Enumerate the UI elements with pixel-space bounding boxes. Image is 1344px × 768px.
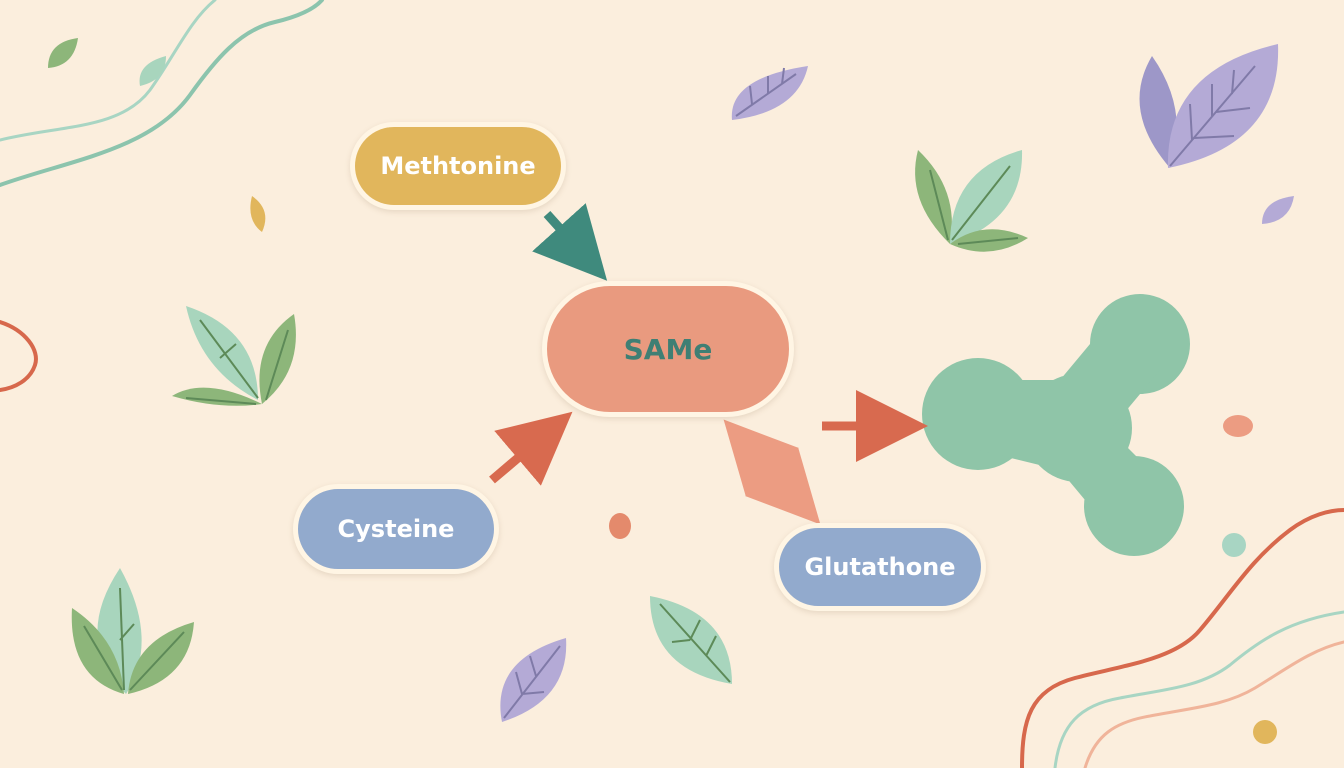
arrow-cysteine-to-same bbox=[489, 411, 573, 486]
leaf-icon bbox=[1262, 196, 1294, 224]
dot bbox=[1222, 533, 1246, 557]
node-same: SAMe bbox=[542, 281, 794, 417]
dot bbox=[1253, 720, 1277, 744]
molecule-icon bbox=[922, 294, 1190, 556]
dot bbox=[1223, 415, 1253, 437]
node-cysteine-label: Cysteine bbox=[337, 515, 455, 543]
leaf-icon bbox=[500, 638, 567, 722]
arrow-same-to-glutathione bbox=[723, 419, 821, 525]
leaf-icon bbox=[650, 596, 732, 684]
leaf-cluster-icon bbox=[1139, 44, 1279, 168]
node-methionine: Methtonine bbox=[350, 122, 566, 210]
leaf-cluster-icon bbox=[915, 150, 1028, 252]
wave-line-left bbox=[0, 320, 38, 392]
wave-lines-bottom-right bbox=[1020, 508, 1344, 768]
leaf-cluster-icon bbox=[172, 306, 296, 406]
arrow-methionine-to-same bbox=[532, 203, 608, 281]
wave-lines-top-left bbox=[0, 0, 324, 187]
node-glutathione: Glutathone bbox=[774, 523, 986, 611]
leaf-cluster-icon bbox=[71, 568, 194, 694]
leaf-icon bbox=[250, 196, 266, 232]
node-cysteine: Cysteine bbox=[293, 484, 499, 574]
node-same-label: SAMe bbox=[623, 332, 713, 366]
leaf-icon bbox=[48, 38, 78, 68]
node-glutathione-label: Glutathone bbox=[804, 553, 956, 581]
leaf-icon bbox=[731, 66, 808, 120]
node-methionine-label: Methtonine bbox=[380, 152, 536, 180]
leaf-icon bbox=[139, 56, 166, 86]
dot bbox=[609, 513, 631, 539]
